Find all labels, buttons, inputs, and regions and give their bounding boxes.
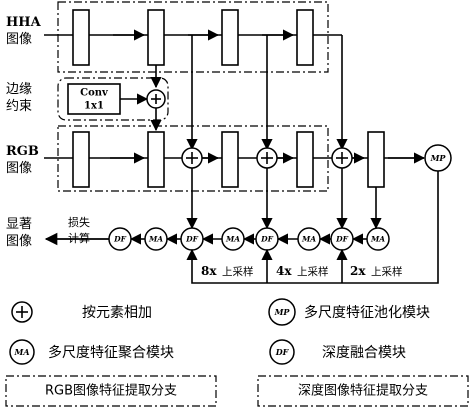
legend-rgb-branch-label: RGB图像特征提取分支 — [45, 383, 177, 399]
rgb-label: RGB — [6, 144, 39, 159]
ma-node-3: MA — [366, 227, 390, 251]
mp-node-label: MP — [430, 153, 447, 163]
saliency-label: 显著 — [6, 217, 32, 232]
svg-text:DF: DF — [260, 235, 274, 244]
svg-text:DF: DF — [275, 347, 290, 357]
edge-label: 边缘 — [6, 82, 32, 97]
legend-mp-icon: MP — [268, 298, 296, 326]
edge-constraint-region — [57, 77, 169, 121]
hha-block-1 — [72, 9, 90, 66]
conv-label: Conv — [80, 88, 109, 99]
loss-label-2: 计算 — [68, 231, 90, 245]
hha-block-2 — [147, 9, 165, 66]
saliency-label-2: 图像 — [6, 234, 32, 249]
upsample-4x-factor: 4x — [276, 264, 292, 278]
rgb-block-3 — [221, 131, 239, 188]
legend-mp-label: 多尺度特征池化模块 — [304, 304, 430, 321]
legend-ma-label: 多尺度特征聚合模块 — [48, 344, 174, 361]
legend-depth-branch-box — [257, 375, 469, 407]
svg-text:DF: DF — [185, 235, 199, 244]
rgb-label-2: 图像 — [6, 161, 32, 176]
upsample-4x-text: 上采样 — [297, 265, 329, 278]
rgb-branch-region — [57, 125, 329, 192]
svg-text:DF: DF — [113, 235, 127, 244]
legend-add-label: 按元素相加 — [82, 305, 152, 321]
hha-block-4 — [296, 9, 314, 66]
svg-text:MA: MA — [225, 235, 240, 244]
df-node-1: DF — [180, 227, 204, 251]
rgb-block-2 — [147, 131, 165, 188]
svg-text:MA: MA — [370, 235, 385, 244]
conv-label-2: 1x1 — [84, 101, 104, 112]
legend-df-icon: DF — [269, 339, 295, 365]
svg-text:MP: MP — [274, 307, 291, 317]
legend-ma-icon: MA — [9, 339, 35, 365]
svg-text:DF: DF — [335, 235, 349, 244]
mp-feedback-to-df1 — [186, 171, 439, 284]
df-node-0: DF — [108, 227, 132, 251]
ma-node-1: MA — [221, 227, 245, 251]
rgb-add-node-1 — [181, 147, 203, 169]
svg-text:MA: MA — [301, 235, 316, 244]
df-node-2: DF — [255, 227, 279, 251]
df-node-3: DF — [330, 227, 354, 251]
hha-label-2: 图像 — [6, 32, 32, 47]
upsample-8x-factor: 8x — [201, 264, 217, 278]
hha-branch-region — [57, 1, 329, 73]
legend-rgb-branch-box — [5, 375, 217, 407]
upsample-2x-factor: 2x — [350, 264, 366, 278]
upsample-2x-text: 上采样 — [371, 265, 403, 278]
legend-df-label: 深度融合模块 — [322, 345, 406, 361]
loss-label: 损失 — [68, 215, 90, 229]
svg-text:MA: MA — [148, 235, 163, 244]
hha-label: HHA — [6, 15, 42, 30]
rgb-block-1 — [72, 131, 90, 188]
rgb-block-5 — [367, 131, 385, 188]
rgb-block-4 — [296, 131, 314, 188]
rgb-add-node-3 — [331, 147, 353, 169]
svg-text:MA: MA — [13, 347, 29, 357]
legend-depth-branch-label: 深度图像特征提取分支 — [298, 383, 428, 399]
ma-node-0: MA — [144, 227, 168, 251]
ma-node-2: MA — [297, 227, 321, 251]
edge-label-2: 约束 — [6, 99, 32, 114]
legend-add-icon — [11, 301, 33, 323]
hha-block-3 — [221, 9, 239, 66]
rgb-add-node-2 — [256, 147, 278, 169]
upsample-8x-text: 上采样 — [222, 265, 254, 278]
